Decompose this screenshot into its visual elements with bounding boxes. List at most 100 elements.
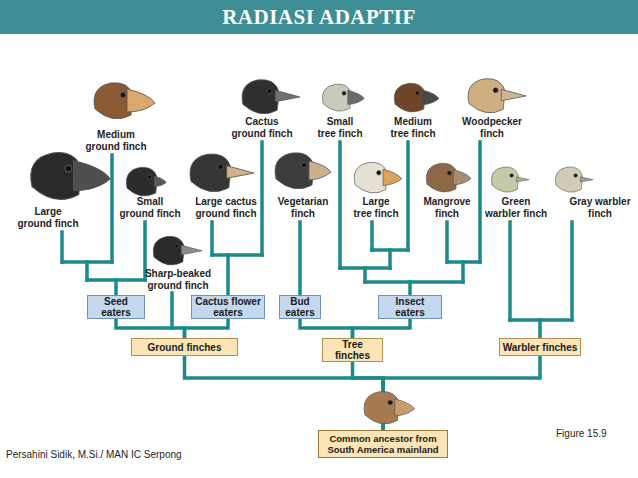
species-label: Woodpecker finch [461,116,523,140]
finch-eye [267,89,272,94]
tree-branch [508,222,512,320]
finch-head [126,167,157,196]
tree-branch [110,155,114,262]
tree-branch [370,222,374,250]
diet-box: Insect eaters [378,295,442,319]
tree-branch [298,222,302,295]
finch-head [126,167,166,196]
finch-beak [154,176,166,186]
tree-branch [388,250,392,268]
box-text: Ground finches [148,342,222,353]
species-label: Medium tree finch [388,116,438,140]
species-label: Mangrove finch [421,196,473,220]
tree-branch [570,222,574,320]
finch-beak [383,169,402,185]
finch-beak [309,161,331,180]
finch-eye [65,165,72,172]
box-text: Insect eaters [381,296,439,318]
tree-branch [212,253,262,257]
tree-branch [85,262,89,280]
finch-head [354,162,387,193]
finch-head [364,391,399,423]
species-label: Vegetarian finch [276,196,331,220]
species-label: Large ground finch [17,206,79,230]
finch-beak [395,399,415,416]
finch-head [468,79,505,113]
finch-eye [415,91,419,95]
finch-eye [218,164,223,169]
page-title: RADIASI ADAPTIF [0,0,638,34]
species-label: Green warbler finch [484,196,548,220]
finch-head [426,163,471,192]
finch-head [364,391,414,423]
tree-branch [478,142,482,262]
tree-connector [185,356,384,430]
finch-eye [493,88,498,93]
finch-head [555,167,582,192]
finch-head [426,163,457,192]
tree-branches [62,142,572,338]
finch-head [555,167,593,192]
finch-eye [388,400,393,405]
group-box: Ground finches [131,338,238,356]
finch-head [275,153,314,189]
finch-head [394,83,425,112]
figure-note: Figure 15.9 [556,428,634,440]
title-banner [0,0,638,34]
tree-branch [170,293,174,328]
box-text: Bud eaters [282,296,318,318]
finch-head [354,162,402,193]
finch-beak [181,245,202,255]
tree-branch [365,280,463,284]
finch-head [31,153,110,200]
species-label: Medium ground finch [83,129,149,153]
finch-eye [342,91,346,95]
tree-connector [185,319,229,338]
tree-branch [408,282,412,295]
tree-branch [226,255,230,295]
finch-head [491,167,529,192]
finch-beak [227,166,254,179]
tree-branch [538,320,542,338]
finch-head [275,153,331,189]
box-text: Common ancestor from South America mainl… [322,433,444,455]
tree-branch [210,222,214,255]
tree-branch [338,142,342,268]
finch-eye [447,171,451,175]
finch-eye [147,175,151,179]
diet-box: Bud eaters [279,295,321,319]
tree-connector [300,319,353,338]
tree-connector [116,319,185,338]
finch-eye [377,171,381,175]
finch-beak [453,170,471,185]
finch-beak [127,89,155,112]
finch-head [153,236,184,265]
finch-head [468,79,526,113]
finch-head [394,83,439,112]
finch-head [322,84,351,111]
tree-connector [383,356,540,430]
finch-eye [174,244,178,248]
tree-branch [114,280,118,295]
species-label: Gray warbler finch [569,196,632,220]
tree-branch [461,262,465,282]
tree-branch [445,222,449,262]
finch-head [190,154,231,192]
finch-beak [275,90,300,101]
finch-beak [348,90,365,104]
box-text: Warbler finches [503,342,578,353]
species-label: Cactus ground finch [228,116,296,140]
finch-eye [574,174,578,178]
finch-head [491,167,518,192]
tree-connector [353,319,411,338]
tree-branch [406,142,410,250]
group-box: Warbler finches [499,338,581,356]
finch-eye [510,174,514,178]
diet-box: Cactus flower eaters [191,295,265,319]
finch-head [322,84,364,111]
box-text: Seed eaters [90,296,142,318]
finch-beak [421,90,439,105]
finch-beak [581,177,594,182]
